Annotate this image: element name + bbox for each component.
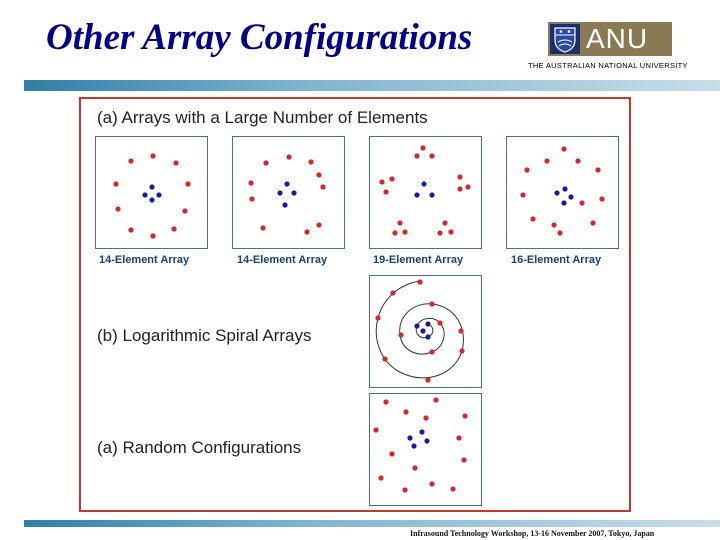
spiral-array-panel bbox=[369, 275, 482, 388]
top-divider-bar bbox=[24, 80, 720, 91]
array-panel-4 bbox=[506, 136, 619, 249]
array-diagram-3 bbox=[379, 145, 471, 236]
random-array-panel bbox=[369, 393, 482, 506]
crest-icon bbox=[550, 24, 580, 54]
bottom-divider-bar bbox=[24, 520, 720, 527]
array-panel-1 bbox=[95, 136, 208, 249]
anu-logo: ANU bbox=[548, 22, 672, 56]
caption-array-1: 14-Element Array bbox=[99, 254, 190, 266]
caption-array-4: 16-Element Array bbox=[511, 254, 602, 266]
figure-frame: (a) Arrays with a Large Number of Elemen… bbox=[79, 97, 631, 512]
heading-spiral-arrays: (b) Logarithmic Spiral Arrays bbox=[97, 326, 312, 345]
university-name: THE AUSTRALIAN NATIONAL UNIVERSITY bbox=[528, 61, 688, 70]
slide-title: Other Array Configurations bbox=[46, 17, 473, 58]
array-diagram-1 bbox=[113, 153, 191, 239]
array-diagram-2 bbox=[248, 154, 326, 235]
array-panel-2 bbox=[232, 136, 345, 249]
spiral-diagram bbox=[375, 279, 465, 383]
footer-text: Infrasound Technology Workshop, 13-16 No… bbox=[410, 529, 655, 538]
caption-array-2: 14-Element Array bbox=[237, 254, 328, 266]
heading-random-configurations: (a) Random Configurations bbox=[97, 438, 302, 457]
random-diagram bbox=[373, 397, 468, 493]
logo-text: ANU bbox=[586, 23, 649, 54]
heading-large-arrays: (a) Arrays with a Large Number of Elemen… bbox=[97, 108, 428, 127]
array-panel-3 bbox=[369, 136, 482, 249]
array-diagram-4 bbox=[520, 146, 605, 236]
caption-array-3: 19-Element Array bbox=[373, 254, 464, 266]
